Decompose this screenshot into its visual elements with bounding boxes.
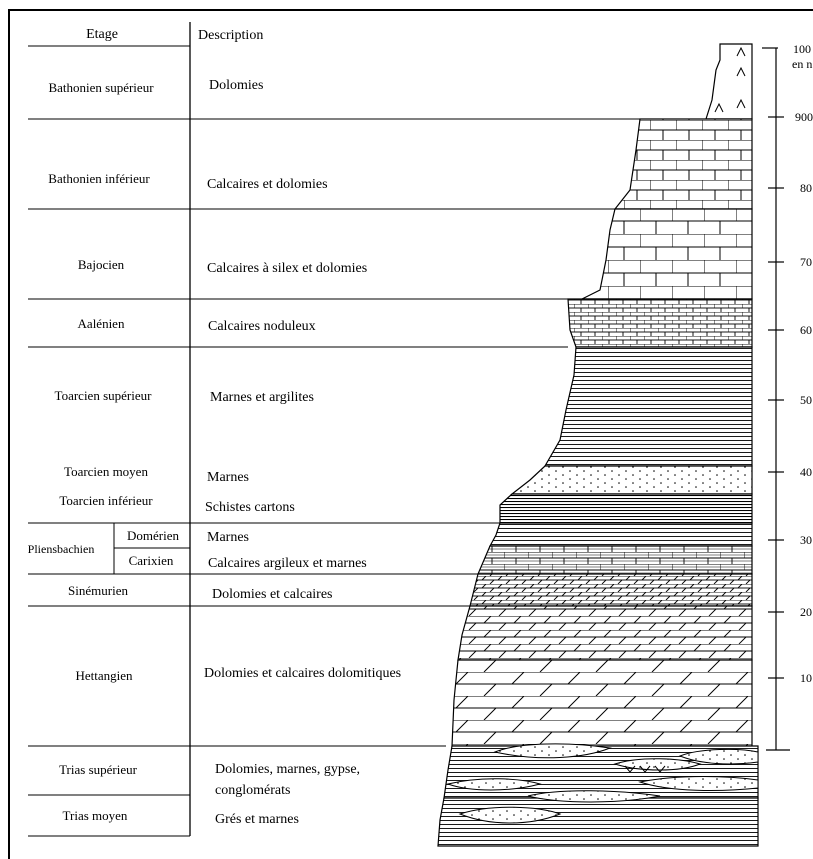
lens-deposits [446,743,759,824]
cone-marks [624,765,666,773]
layer-dolomies-hettangien-lower [451,659,753,747]
description-label: Marnes [207,470,249,485]
scale-tick-label: 60 [800,323,812,337]
layer-trias-moyen [437,797,759,847]
etage-label: Hettangien [75,668,133,683]
layer-marnes-toarcien-sup [543,346,753,467]
gypse-marks [714,46,746,113]
scale-tick-label: 900 [795,110,813,124]
header-description: Description [198,28,263,43]
etage-row-separators [28,45,190,837]
etage-label: Carixien [129,553,174,568]
description-label: Dolomies [209,78,263,93]
scale-tick-label: 50 [800,393,812,407]
etage-label: Bathonien supérieur [48,80,154,95]
description-label: Schistes cartons [205,500,295,515]
layer-schistes-toarcien-inf [499,493,753,524]
etage-label: Aalénien [78,316,125,331]
description-label: Marnes et argilites [210,390,314,405]
stage-boundary-lines [28,118,640,747]
etage-label: Toarcien inférieur [59,493,153,508]
lithology-column [437,43,759,847]
description-label: Calcaires noduleux [208,319,316,334]
etage-label: Bajocien [78,257,125,272]
scale-tick-label: 20 [800,605,812,619]
header-etage: Etage [86,27,118,42]
description-label: conglomérats [215,783,290,798]
scale-tick-label: 40 [800,465,812,479]
scale-tick-label: 10 [800,671,812,685]
etage-label: Sinémurien [68,583,128,598]
description-label: Dolomies et calcaires dolomitiques [204,666,401,681]
layer-calcaires-carixien [477,545,753,575]
etage-label: Trias supérieur [59,762,138,777]
etage-label: Domérien [127,528,179,543]
layer-marnes-toarcien-moy [510,465,753,495]
description-label: Dolomies, marnes, gypse, [215,762,360,777]
description-label: Calcaires argileux et marnes [208,556,367,571]
etage-label: Bathonien inférieur [48,171,150,186]
description-label: Calcaires à silex et dolomies [207,261,367,276]
scale-tick-label: 80 [800,181,812,195]
layer-calcaires-bathonien-inf [613,118,753,210]
description-label: Calcaires et dolomies [207,177,328,192]
scale-top-label: 100 [793,42,811,56]
depth-scale [762,47,790,751]
description-label: Dolomies et calcaires [212,587,333,602]
layer-dolomies-hettangien-upper [457,605,753,661]
etage-label: Toarcien moyen [64,464,148,479]
layer-marnes-domerien [488,522,753,547]
etage-label: Toarcien supérieur [55,388,153,403]
scale-unit-label: en n [792,57,812,71]
layer-dolomies-sinemurien [469,573,753,607]
etage-label: Trias moyen [63,808,128,823]
layer-calcaires-aalenien [567,298,753,348]
layer-calcaires-bajocien [581,208,753,300]
scale-tick-label: 30 [800,533,812,547]
description-label: Marnes [207,530,249,545]
scale-tick-label: 70 [800,255,812,269]
description-label: Grés et marnes [215,812,299,827]
group-label-pliensbachien: Pliensbachien [28,542,95,556]
